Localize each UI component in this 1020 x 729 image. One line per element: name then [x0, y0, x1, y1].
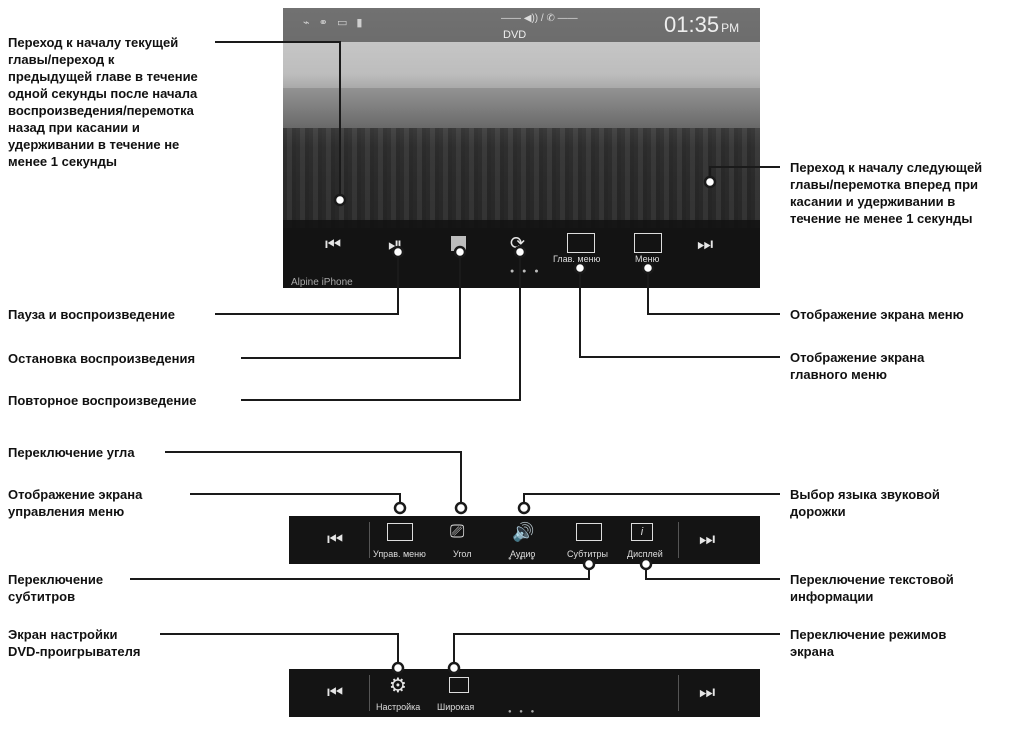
control-bar-page-3: ⏮ ⚙ Настройка Широкая ⏭ ● ● ● [289, 669, 760, 717]
audio-label: Аудио [510, 549, 536, 559]
wide-mode-icon[interactable] [449, 677, 469, 693]
callout-prev: Переход к началу текущей главы/переход к… [8, 35, 198, 169]
menu-label: Меню [635, 254, 660, 264]
leader-subtitles [130, 564, 590, 580]
leader-screen-mode [453, 633, 780, 668]
video-frame [283, 8, 760, 228]
divider [678, 522, 679, 558]
leader-audio [523, 493, 780, 508]
source-name: DVD [503, 29, 527, 41]
callout-info: Переключение текстовой информации [790, 572, 954, 604]
divider [369, 522, 370, 558]
audio-speaker-icon[interactable]: 🔊 [512, 522, 535, 542]
leader-dot-audio [517, 501, 531, 515]
page-indicator: ● ● ● [508, 709, 538, 715]
repeat-icon[interactable]: ⟳ [510, 233, 526, 253]
menu-icon[interactable] [634, 233, 662, 253]
callout-next: Переход к началу следующей главы/перемот… [790, 160, 983, 226]
play-pause-icon[interactable]: ⏯ [388, 234, 403, 254]
callout-setup: Экран настройки DVD-проигрывателя [8, 627, 141, 659]
leader-menu-control [190, 493, 401, 508]
subtitles-icon[interactable] [576, 523, 602, 541]
callout-subtitles: Переключение субтитров [8, 572, 104, 604]
callout-menu-control: Отображение экрана управления меню [8, 487, 143, 519]
leader-angle [165, 451, 462, 508]
control-bar-page-2: ⏮ Управ. меню ⎚ Угол 🔊 Аудио Субтитры i … [289, 516, 760, 564]
info-icon[interactable]: i [631, 523, 653, 541]
gear-icon[interactable]: ⚙ [389, 675, 407, 697]
callout-angle: Переключение угла [8, 445, 135, 460]
leader-dot-menu-control [393, 501, 407, 515]
page-indicator: ● ● ● [508, 556, 538, 562]
next-chapter-icon[interactable]: ⏭ [699, 682, 716, 702]
callout-top-menu: Отображение экрана главного меню [790, 350, 925, 382]
callout-audio: Выбор языка звуковой дорожки [790, 487, 940, 519]
divider [678, 675, 679, 711]
display-label: Дисплей [627, 549, 663, 559]
leader-setup [160, 633, 399, 668]
callout-pause-play: Пауза и воспроизведение [8, 307, 175, 322]
leader-dot-angle [454, 501, 468, 515]
subtitles-label: Субтитры [567, 549, 609, 559]
leader-info [645, 564, 780, 580]
callout-stop: Остановка воспроизведения [8, 351, 196, 366]
angle-camera-icon[interactable]: ⎚ [450, 521, 465, 541]
callout-screen-mode: Переключение режимов экрана [790, 627, 947, 659]
control-bar: ⏮ ⏯ ⟳ Глав. меню Меню ⏭ ● ● ● Alpine iPh… [283, 220, 760, 288]
prev-chapter-icon[interactable]: ⏮ [327, 529, 344, 549]
menu-control-icon[interactable] [387, 523, 413, 541]
stop-icon[interactable] [451, 236, 466, 251]
device-name: Alpine iPhone [291, 277, 353, 288]
next-chapter-icon[interactable]: ⏭ [699, 529, 716, 549]
top-menu-label: Глав. меню [553, 254, 601, 264]
volume-icon: —— ◀)) / ✆ —— [501, 13, 578, 24]
angle-label: Угол [453, 549, 472, 559]
wide-label: Широкая [437, 702, 475, 712]
status-icons: ⌁ ⚭ ▭ ▮ [303, 17, 366, 29]
setup-label: Настройка [376, 702, 421, 712]
page-indicator: ● ● ● [510, 268, 542, 275]
next-chapter-icon[interactable]: ⏭ [697, 234, 714, 254]
menu-control-label: Управ. меню [373, 549, 426, 559]
top-menu-icon[interactable] [567, 233, 595, 253]
prev-chapter-icon[interactable]: ⏮ [327, 682, 344, 702]
callout-menu: Отображение экрана меню [790, 307, 964, 322]
callout-repeat: Повторное воспроизведение [8, 393, 197, 408]
divider [369, 675, 370, 711]
prev-chapter-icon[interactable]: ⏮ [325, 234, 342, 254]
